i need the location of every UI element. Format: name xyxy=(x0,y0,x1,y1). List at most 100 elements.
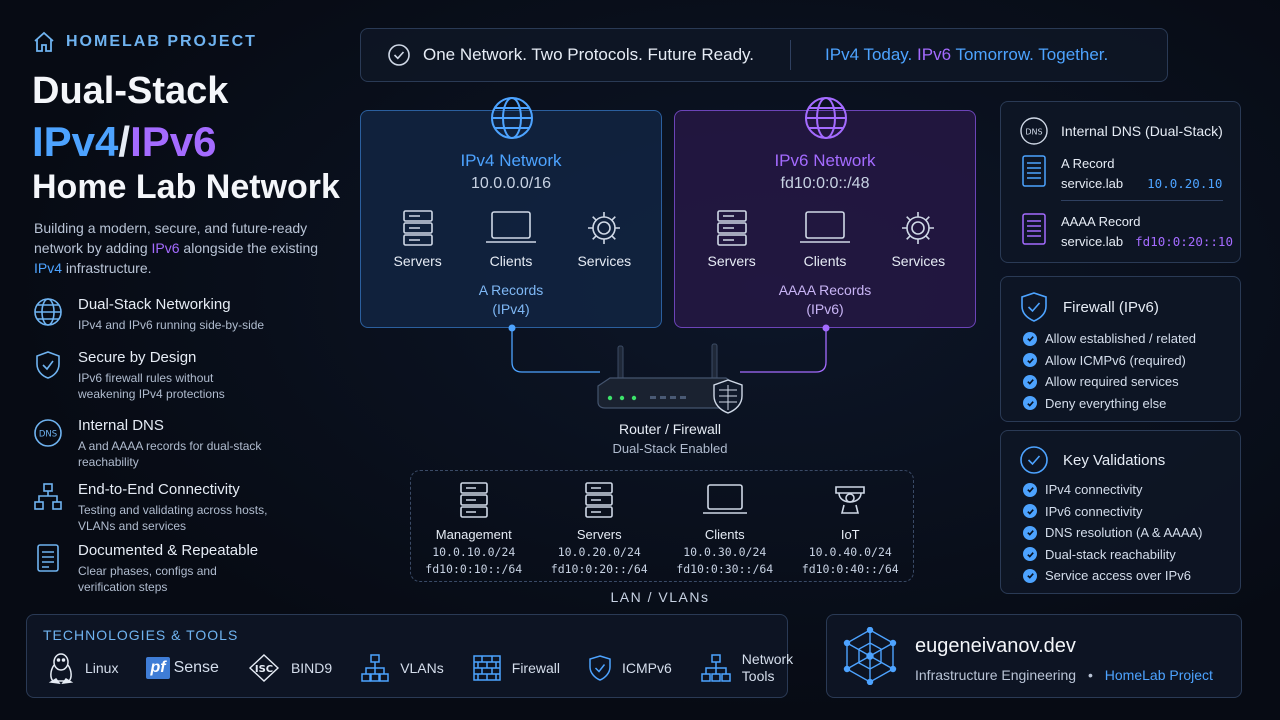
a-record-label: A Record xyxy=(1061,156,1115,171)
vlan-clients: Clients 10.0.30.0/24 fd10:0:30::/64 xyxy=(665,481,785,576)
intro-middle: alongside the existing xyxy=(179,240,319,256)
ipv6-item-label: Services xyxy=(891,253,946,269)
author-role: Infrastructure Engineering xyxy=(915,667,1077,683)
ipv4-records: A Records (IPv4) xyxy=(361,281,661,319)
hexagon-network-logo-icon xyxy=(843,627,897,685)
tech-title: TECHNOLOGIES & TOOLS xyxy=(43,627,239,643)
globe-icon xyxy=(803,95,849,141)
tool-label: BIND9 xyxy=(290,660,333,676)
tool-label: VLANs xyxy=(400,660,444,676)
tool-firewall: Firewall xyxy=(472,654,560,682)
validation-item: Service access over IPv6 xyxy=(1023,565,1203,587)
vlan-ipv6: fd10:0:30::/64 xyxy=(676,562,774,576)
ipv4-services: Services xyxy=(559,209,649,269)
validation-text: IPv6 connectivity xyxy=(1045,503,1143,519)
tool-vlans: VLANs xyxy=(360,653,444,683)
ipv4-item-label: Clients xyxy=(489,253,533,269)
feature-desc: IPv4 and IPv6 running side-by-side xyxy=(78,318,265,332)
feature-desc: A and AAAA records for dual-stack reacha… xyxy=(78,439,262,469)
dns-divider xyxy=(1061,200,1223,201)
globe-icon xyxy=(489,95,535,141)
lan-label: LAN / VLANs xyxy=(610,589,710,605)
technologies-panel: TECHNOLOGIES & TOOLS Linux pf Sense ISC … xyxy=(26,614,793,698)
ipv4-item-label: Servers xyxy=(393,253,442,269)
vlan-ipv4: 10.0.20.0/24 xyxy=(557,545,641,559)
feature-title: Documented & Repeatable xyxy=(78,542,259,559)
validations-title: Key Validations xyxy=(1063,451,1166,469)
ipv6-network-box: IPv6 Network fd10:0:0::/48 Servers Clien… xyxy=(674,97,976,328)
validation-text: IPv4 connectivity xyxy=(1045,482,1143,498)
gear-icon xyxy=(585,209,623,247)
ipv6-link xyxy=(740,328,827,373)
ipv4-servers: Servers xyxy=(373,209,463,269)
ipv4-link xyxy=(511,328,600,373)
check-icon xyxy=(1023,525,1037,540)
feature-title: Secure by Design xyxy=(78,349,197,366)
ipv4-records-line2: (IPv4) xyxy=(492,301,530,317)
validations-panel: Key Validations IPv4 connectivity IPv6 c… xyxy=(1000,430,1241,594)
laptop-icon xyxy=(484,209,538,247)
server-icon xyxy=(583,481,615,519)
shield-check-icon xyxy=(588,654,612,682)
author-site: eugeneivanov.dev xyxy=(915,635,1076,657)
isc-logo-text: ISC xyxy=(255,664,273,675)
lan-vlans-box: Management 10.0.10.0/24 fd10:0:10::/64 S… xyxy=(410,470,914,582)
check-icon xyxy=(1023,331,1037,346)
gear-icon xyxy=(899,209,937,247)
title-slash: / xyxy=(118,118,131,165)
vlan-ipv4: 10.0.10.0/24 xyxy=(432,545,516,559)
server-icon xyxy=(400,209,436,247)
check-icon xyxy=(1023,504,1037,519)
check-icon xyxy=(1023,568,1037,583)
check-icon xyxy=(1023,547,1037,562)
vlan-name: Management xyxy=(435,527,512,542)
globe-icon xyxy=(32,296,64,328)
banner-ipv4: IPv4 Today. xyxy=(825,45,913,64)
ipv6-network-cidr: fd10:0:0::/48 xyxy=(780,175,870,192)
vlan-name: Clients xyxy=(704,527,745,542)
feature-title: Internal DNS xyxy=(78,417,164,434)
firewall-rule-text: Allow ICMPv6 (required) xyxy=(1045,352,1186,368)
firewall-title: Firewall (IPv6) xyxy=(1063,298,1159,316)
vlan-ipv6: fd10:0:10::/64 xyxy=(425,562,523,576)
home-icon xyxy=(32,30,56,54)
title-line3: Home Lab Network xyxy=(32,168,340,206)
vlan-ipv6: fd10:0:40::/64 xyxy=(801,562,899,576)
validation-item: DNS resolution (A & AAAA) xyxy=(1023,522,1203,544)
tagline-banner: One Network. Two Protocols. Future Ready… xyxy=(360,28,1168,82)
intro-before: Building a modern, secure, and future-re… xyxy=(34,220,308,256)
vlan-name: Servers xyxy=(576,527,622,542)
author-brand-panel: eugeneivanov.dev Infrastructure Engineer… xyxy=(826,614,1242,698)
intro-ipv6: IPv6 xyxy=(151,240,180,256)
shield-icon xyxy=(1019,291,1049,323)
firewall-rule: Allow required services xyxy=(1023,371,1196,393)
tool-bind9: ISC BIND9 xyxy=(247,653,332,683)
aaaa-record-host: service.lab xyxy=(1061,234,1124,249)
ipv4-network-cidr: 10.0.0.0/16 xyxy=(470,175,552,192)
tool-label: ICMPv6 xyxy=(622,660,672,676)
ipv6-records-line2: (IPv6) xyxy=(806,301,844,317)
ipv4-link-dot xyxy=(508,324,516,332)
linux-penguin-icon xyxy=(47,651,75,685)
server-icon xyxy=(714,209,750,247)
tool-label-line2: Tools xyxy=(741,668,775,684)
server-icon xyxy=(458,481,490,519)
dns-badge-text: DNS xyxy=(1025,128,1042,137)
brand-header: HOMELAB PROJECT xyxy=(32,30,257,54)
tool-pfsense: pf Sense xyxy=(146,657,219,679)
check-icon xyxy=(1023,353,1037,368)
ipv4-clients: Clients xyxy=(466,209,556,269)
ipv6-item-label: Clients xyxy=(803,253,847,269)
title-ipv4: IPv4 xyxy=(32,118,119,165)
vlan-servers: Servers 10.0.20.0/24 fd10:0:20::/64 xyxy=(539,481,659,576)
ipv4-records-line1: A Records xyxy=(478,282,544,298)
tool-linux: Linux xyxy=(47,651,118,685)
vlan-ipv4: 10.0.40.0/24 xyxy=(808,545,892,559)
validation-text: DNS resolution (A & AAAA) xyxy=(1045,525,1203,541)
check-icon xyxy=(1023,374,1037,389)
camera-icon xyxy=(832,481,868,519)
vlan-ipv6: fd10:0:20::/64 xyxy=(550,562,648,576)
